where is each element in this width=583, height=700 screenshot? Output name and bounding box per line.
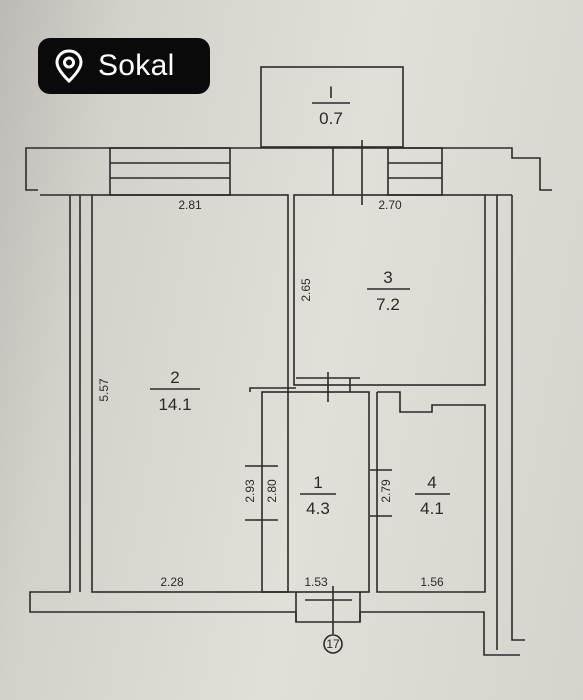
dimension-room3-top: 2.70	[378, 198, 402, 212]
dimension-room4-left: 2.79	[379, 479, 393, 503]
window-room3	[387, 147, 443, 196]
dimension-room2-bottom: 2.28	[160, 575, 184, 589]
axis-circle	[323, 634, 343, 654]
dimension-room4-bottom: 1.56	[420, 575, 444, 589]
room-1-number: 1	[313, 473, 322, 492]
outer-wall-left	[29, 195, 71, 613]
dimension-room1-left-inner: 2.80	[265, 479, 279, 503]
room-3-area: 7.2	[376, 295, 400, 314]
dimension-room3-side: 2.65	[299, 278, 313, 302]
location-tag: Sokal	[38, 38, 210, 94]
room-4-area: 4.1	[420, 499, 444, 518]
map-pin-icon	[54, 49, 84, 84]
window-room2	[109, 147, 231, 196]
door-ticks	[245, 372, 392, 521]
balcony-door	[332, 140, 363, 205]
balcony-area: 0.7	[319, 109, 343, 128]
dimension-room2-top: 2.81	[178, 198, 202, 212]
room-4-outline	[376, 391, 486, 593]
balcony-outline	[260, 66, 404, 148]
room-3-outline	[293, 194, 486, 386]
room-2-number: 2	[170, 368, 179, 387]
outer-wall-bottom	[40, 611, 520, 656]
axis-marker-label: 17	[326, 637, 340, 651]
room-2-outline	[91, 194, 289, 593]
dimension-room1-left-outer: 2.93	[243, 479, 257, 503]
room-2-area: 14.1	[158, 395, 191, 414]
room-1-area: 4.3	[306, 499, 330, 518]
outer-wall-right	[511, 195, 525, 641]
dimension-room2-side: 5.57	[97, 378, 111, 402]
room-3-number: 3	[383, 268, 392, 287]
location-label: Sokal	[98, 49, 175, 82]
dimension-room1-bottom: 1.53	[304, 575, 328, 589]
room-1-outline	[261, 391, 370, 593]
outer-wall-top	[25, 147, 552, 191]
room-4-number: 4	[427, 473, 436, 492]
balcony-number: I	[329, 83, 334, 102]
